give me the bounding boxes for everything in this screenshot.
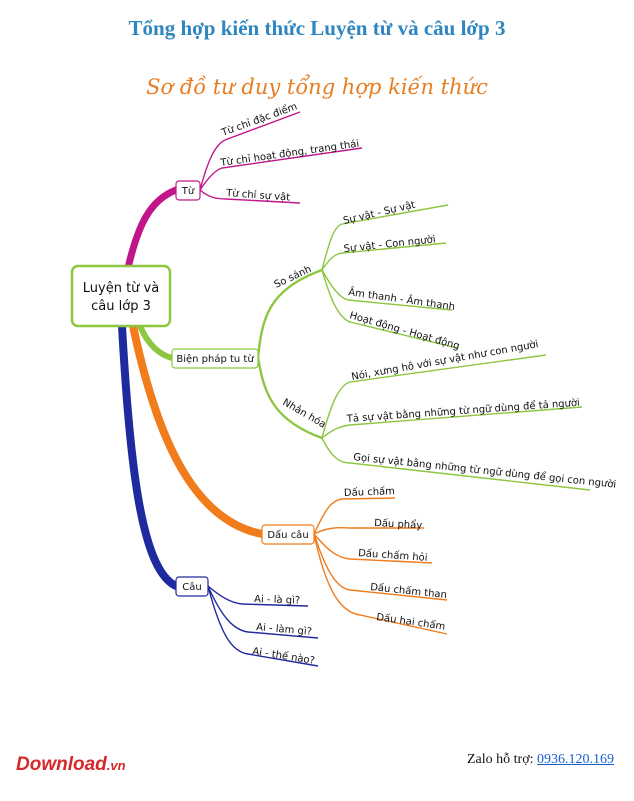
branch-node-cau-label: Câu (182, 581, 201, 593)
leaf-nhan-hoa-2[interactable]: Tả sự vật bằng những từ ngữ dùng để tả n… (345, 396, 580, 425)
branch-node-dau-cau[interactable]: Dấu câu (261, 524, 315, 545)
leaf-tu-2[interactable]: Từ chỉ hoạt động, trạng thái (219, 138, 360, 169)
leaf-cau-2[interactable]: Ai - làm gì? (256, 621, 313, 638)
branch-node-tu-label: Từ (181, 185, 195, 197)
dau-cau-leaf-lines (313, 497, 448, 635)
page-title: Tổng hợp kiến thức Luyện từ và câu lớp 3 (128, 16, 506, 40)
branch-dau-cau-connector (129, 322, 266, 538)
mindmap-subtitle: Sơ đồ tư duy tổng hợp kiến thức (146, 75, 488, 99)
logo-suffix: .vn (106, 758, 126, 773)
center-node[interactable]: Luyện từ và câu lớp 3 (70, 264, 172, 328)
leaf-dau-cau-3[interactable]: Dấu chấm hỏi (358, 547, 428, 564)
leaf-dau-cau-2[interactable]: Dấu phẩy (374, 516, 423, 532)
bien-phap-lines (256, 204, 591, 491)
leaf-so-sanh-3[interactable]: Âm thanh - Âm thanh (348, 285, 456, 313)
center-node-line1: Luyện từ và (83, 281, 159, 296)
leaf-cau-3[interactable]: Ai - thế nào? (252, 645, 316, 667)
leaf-so-sanh-1[interactable]: Sự vật - Sự vật (342, 199, 417, 227)
leaf-dau-cau-4[interactable]: Dấu chấm than (370, 581, 448, 601)
branch-node-tu[interactable]: Từ (175, 180, 201, 201)
leaf-so-sanh-4[interactable]: Hoạt động - Hoạt động (348, 309, 461, 352)
branch-node-dau-cau-label: Dấu câu (267, 529, 308, 541)
leaf-so-sanh-2[interactable]: Sự vật - Con người (343, 233, 436, 255)
center-node-line2: câu lớp 3 (91, 299, 151, 314)
support-phone-link[interactable]: 0936.120.169 (537, 752, 614, 767)
zalo-support: Zalo hỗ trợ: 0936.120.169 (467, 752, 614, 768)
branch-bien-phap-connector (137, 323, 175, 361)
leaf-dau-cau-5[interactable]: Dấu hai chấm (376, 611, 446, 633)
leaf-dau-cau-1[interactable]: Dấu chấm (344, 485, 395, 499)
leaf-nhan-hoa-3[interactable]: Gọi sự vật bằng những từ ngữ dùng để gọi… (353, 450, 617, 491)
branch-cau-connector (118, 322, 180, 590)
logo-main: Download (16, 754, 107, 775)
branch-node-cau[interactable]: Câu (175, 576, 209, 597)
branch-tu-connector (124, 186, 180, 272)
cau-leaf-lines (207, 585, 319, 667)
leaf-cau-1[interactable]: Ai - là gì? (254, 593, 301, 607)
tu-leaf-lines (199, 111, 363, 204)
leaf-tu-3[interactable]: Từ chỉ sự vật (225, 187, 291, 204)
download-logo[interactable]: Download.vn (16, 754, 126, 776)
sub-branch-nhan-hoa-label[interactable]: Nhân hóa (281, 396, 329, 430)
branch-node-bien-phap-label: Biện pháp tu từ (176, 353, 254, 365)
leaf-tu-1[interactable]: Từ chỉ đặc điểm (219, 99, 299, 139)
branch-node-bien-phap[interactable]: Biện pháp tu từ (171, 348, 259, 369)
zalo-label: Zalo hỗ trợ: (467, 752, 534, 767)
